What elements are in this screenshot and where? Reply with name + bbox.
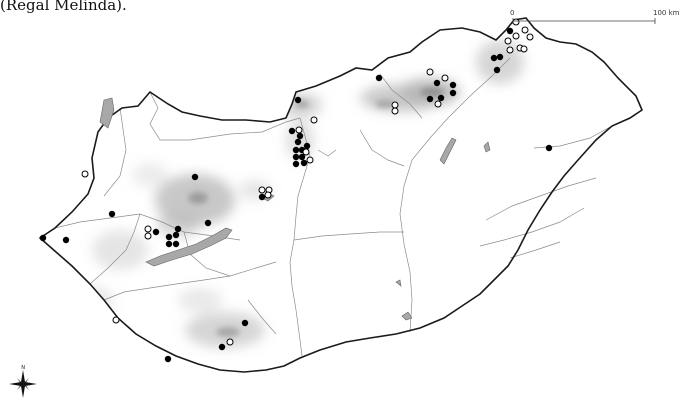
locality-marker: [298, 153, 306, 161]
locality-marker: [204, 219, 212, 227]
locality-marker: [241, 319, 249, 327]
locality-marker: [191, 173, 199, 181]
locality-marker: [258, 193, 266, 201]
locality-marker: [152, 228, 160, 236]
locality-marker: [296, 132, 304, 140]
locality-marker-open: [520, 45, 528, 53]
locality-marker-open: [264, 191, 272, 199]
locality-marker-open: [112, 316, 120, 324]
open-markers: [81, 18, 534, 346]
locality-marker-open: [302, 148, 310, 156]
locality-marker-open: [434, 100, 442, 108]
locality-marker: [449, 81, 457, 89]
locality-marker: [294, 96, 302, 104]
locality-marker: [172, 240, 180, 248]
locality-marker: [300, 159, 308, 167]
rivers: [54, 57, 613, 357]
locality-marker: [164, 355, 172, 363]
north-label: N: [21, 365, 25, 371]
locality-marker-open: [526, 33, 534, 41]
locality-marker: [375, 74, 383, 82]
locality-marker-open: [295, 126, 303, 134]
scale-end-label: 100 km: [653, 9, 680, 17]
locality-marker-open: [81, 170, 89, 178]
locality-marker: [545, 144, 553, 152]
locality-marker: [218, 343, 226, 351]
locality-marker-open: [512, 18, 520, 26]
locality-marker-open: [144, 232, 152, 240]
locality-marker: [62, 236, 70, 244]
locality-marker: [108, 210, 116, 218]
locality-marker-open: [306, 156, 314, 164]
locality-marker: [174, 225, 182, 233]
locality-marker: [490, 54, 498, 62]
lakes: [99, 97, 491, 321]
locality-marker: [449, 89, 457, 97]
lake-tisza: [439, 137, 457, 165]
locality-marker: [165, 233, 173, 241]
relief-shading: [77, 40, 524, 348]
lake-balaton: [145, 227, 233, 267]
scale-bar: 0 100 km: [510, 9, 680, 24]
locality-marker-open: [226, 338, 234, 346]
locality-marker: [496, 53, 504, 61]
north-arrow-icon: N: [9, 365, 37, 398]
lake-ferto: [99, 97, 115, 129]
locality-marker-open: [426, 68, 434, 76]
locality-marker: [292, 146, 300, 154]
locality-marker: [294, 138, 302, 146]
locality-marker: [493, 66, 501, 74]
locality-marker-open: [504, 37, 512, 45]
locality-marker-open: [391, 107, 399, 115]
locality-marker: [172, 231, 180, 239]
locality-marker: [303, 142, 311, 150]
locality-marker-open: [144, 225, 152, 233]
locality-marker-open: [391, 101, 399, 109]
locality-marker-open: [258, 186, 266, 194]
locality-marker: [506, 27, 514, 35]
locality-marker-open: [310, 116, 318, 124]
locality-marker-open: [441, 74, 449, 82]
locality-marker: [288, 127, 296, 135]
filled-markers: [39, 27, 553, 363]
locality-marker: [433, 79, 441, 87]
locality-marker: [292, 153, 300, 161]
figure-caption: (Regal Melinda).: [0, 0, 127, 14]
country-border: [38, 17, 643, 373]
locality-marker: [437, 94, 445, 102]
locality-marker: [39, 234, 47, 242]
locality-marker: [292, 160, 300, 168]
locality-marker-open: [521, 26, 529, 34]
scale-start-label: 0: [510, 9, 514, 17]
locality-marker-open: [512, 32, 520, 40]
locality-marker: [165, 240, 173, 248]
locality-marker-open: [506, 46, 514, 54]
locality-marker: [426, 95, 434, 103]
